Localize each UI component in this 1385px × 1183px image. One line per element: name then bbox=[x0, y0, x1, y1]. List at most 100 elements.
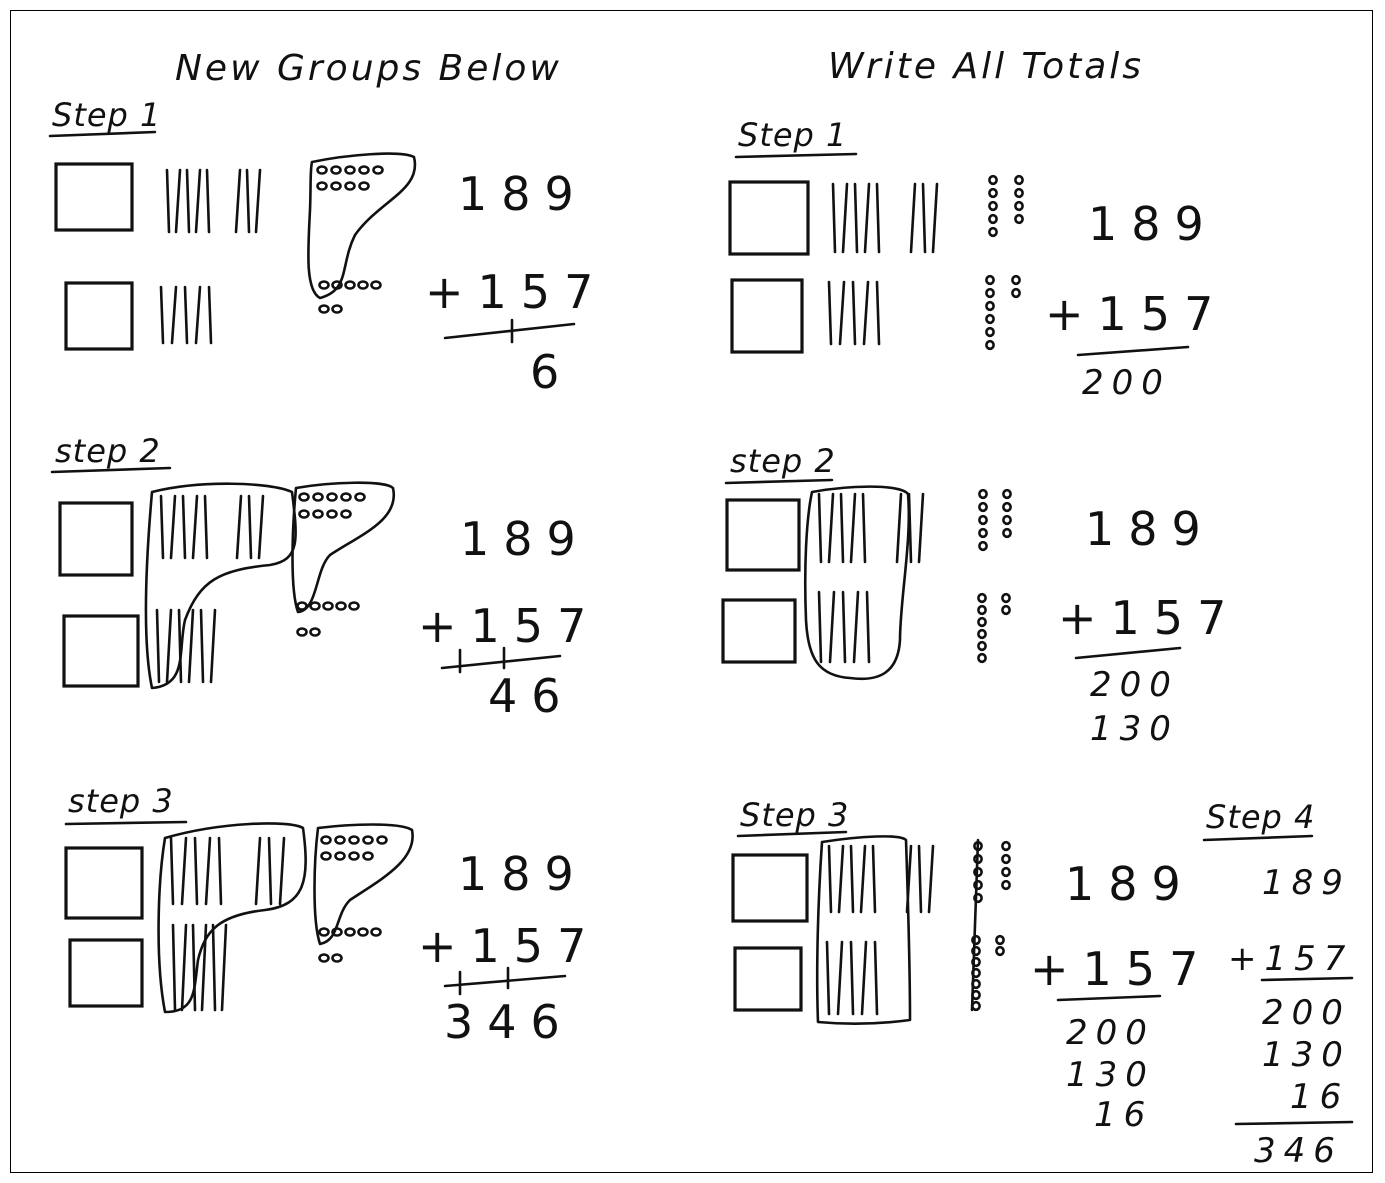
addend-top: 189 bbox=[1262, 863, 1351, 903]
sum-line bbox=[1078, 347, 1188, 355]
ten-rod bbox=[854, 592, 858, 662]
one-unit bbox=[346, 183, 355, 190]
one-unit bbox=[378, 837, 387, 844]
left-step2: step 2 189 +157 46 bbox=[52, 432, 600, 723]
one-unit bbox=[989, 202, 996, 210]
ten-rod bbox=[187, 170, 189, 232]
underline bbox=[726, 480, 832, 483]
regroup-loop bbox=[308, 154, 415, 298]
ones-top bbox=[979, 490, 1010, 550]
one-unit bbox=[346, 282, 355, 289]
hundred-block bbox=[732, 280, 802, 352]
one-unit bbox=[311, 629, 320, 636]
ten-rod bbox=[819, 592, 821, 662]
one-unit bbox=[1003, 490, 1010, 498]
right-header: Write All Totals bbox=[828, 46, 1144, 87]
one-unit bbox=[1003, 516, 1010, 524]
step-label: Step 4 bbox=[1206, 798, 1315, 836]
one-unit bbox=[346, 167, 355, 174]
one-unit bbox=[978, 642, 985, 650]
ten-rod bbox=[207, 170, 209, 232]
step-label: step 2 bbox=[730, 442, 836, 480]
one-unit bbox=[972, 980, 979, 988]
one-unit bbox=[972, 947, 979, 955]
one-unit bbox=[1002, 855, 1009, 863]
one-unit bbox=[986, 289, 993, 297]
one-unit bbox=[979, 542, 986, 550]
ten-rod bbox=[185, 287, 187, 343]
ten-rod bbox=[256, 838, 260, 904]
one-unit bbox=[320, 282, 329, 289]
one-unit bbox=[314, 494, 323, 501]
hundred-block bbox=[60, 503, 132, 575]
one-unit bbox=[360, 183, 369, 190]
ten-rod bbox=[897, 494, 901, 562]
one-unit bbox=[978, 654, 985, 662]
addend-top: 189 bbox=[460, 512, 590, 566]
partial-sum: 130 bbox=[1262, 1035, 1351, 1075]
step-label: step 3 bbox=[68, 782, 174, 820]
sum-result: 6 bbox=[530, 345, 573, 399]
one-unit bbox=[972, 969, 979, 977]
one-unit bbox=[350, 837, 359, 844]
ten-rods-bottom bbox=[173, 925, 226, 1010]
partial-sum: 130 bbox=[1066, 1055, 1155, 1095]
ten-rod bbox=[269, 838, 271, 904]
grand-total: 346 bbox=[1254, 1131, 1343, 1171]
addend-bottom: +157 bbox=[1030, 942, 1212, 996]
one-unit bbox=[978, 618, 985, 626]
one-unit bbox=[1015, 189, 1022, 197]
one-unit bbox=[350, 603, 359, 610]
one-unit bbox=[333, 955, 342, 962]
one-unit bbox=[1015, 176, 1022, 184]
left-header: New Groups Below bbox=[175, 48, 562, 89]
addend-top: 189 bbox=[1065, 857, 1195, 911]
ten-rod bbox=[862, 942, 866, 1014]
sum-result: 346 bbox=[444, 995, 574, 1049]
ten-rod bbox=[161, 287, 163, 343]
one-unit bbox=[996, 947, 1003, 955]
regroup-loop bbox=[293, 483, 394, 612]
one-unit bbox=[360, 167, 369, 174]
sum-line bbox=[1058, 996, 1160, 1000]
ten-rod bbox=[219, 838, 221, 904]
one-unit bbox=[320, 306, 329, 313]
one-unit bbox=[320, 929, 329, 936]
one-unit bbox=[342, 511, 351, 518]
step-label: Step 3 bbox=[740, 796, 849, 834]
hundred-block bbox=[66, 283, 132, 349]
ten-rod bbox=[851, 942, 853, 1014]
ten-rod bbox=[213, 925, 215, 1010]
ten-rod bbox=[841, 494, 843, 562]
ten-rod bbox=[256, 170, 260, 232]
one-unit bbox=[300, 511, 309, 518]
one-unit bbox=[1012, 276, 1019, 284]
ten-rod bbox=[853, 282, 855, 344]
step-label: Step 1 bbox=[738, 116, 847, 154]
one-unit bbox=[333, 306, 342, 313]
one-unit bbox=[1002, 594, 1009, 602]
ten-rod bbox=[923, 184, 925, 252]
ten-rod bbox=[173, 925, 175, 1010]
ten-rod bbox=[865, 184, 869, 252]
ten-rod bbox=[873, 846, 875, 912]
ten-rod bbox=[829, 846, 831, 912]
addend-top: 189 bbox=[458, 167, 588, 221]
ten-rod bbox=[919, 494, 923, 562]
ten-rods-top bbox=[167, 170, 260, 232]
one-unit bbox=[359, 929, 368, 936]
one-unit bbox=[322, 853, 331, 860]
partial-sum: 200 bbox=[1262, 993, 1351, 1033]
underline bbox=[1204, 836, 1312, 840]
ones-bottom bbox=[986, 276, 1019, 349]
one-unit bbox=[346, 929, 355, 936]
ones-top bbox=[322, 837, 387, 860]
sum-line bbox=[1076, 648, 1180, 658]
ten-rod bbox=[247, 170, 249, 232]
one-unit bbox=[318, 183, 327, 190]
addend-top: 189 bbox=[458, 847, 588, 901]
ten-rod bbox=[929, 846, 933, 912]
one-unit bbox=[374, 167, 383, 174]
one-unit bbox=[332, 167, 341, 174]
